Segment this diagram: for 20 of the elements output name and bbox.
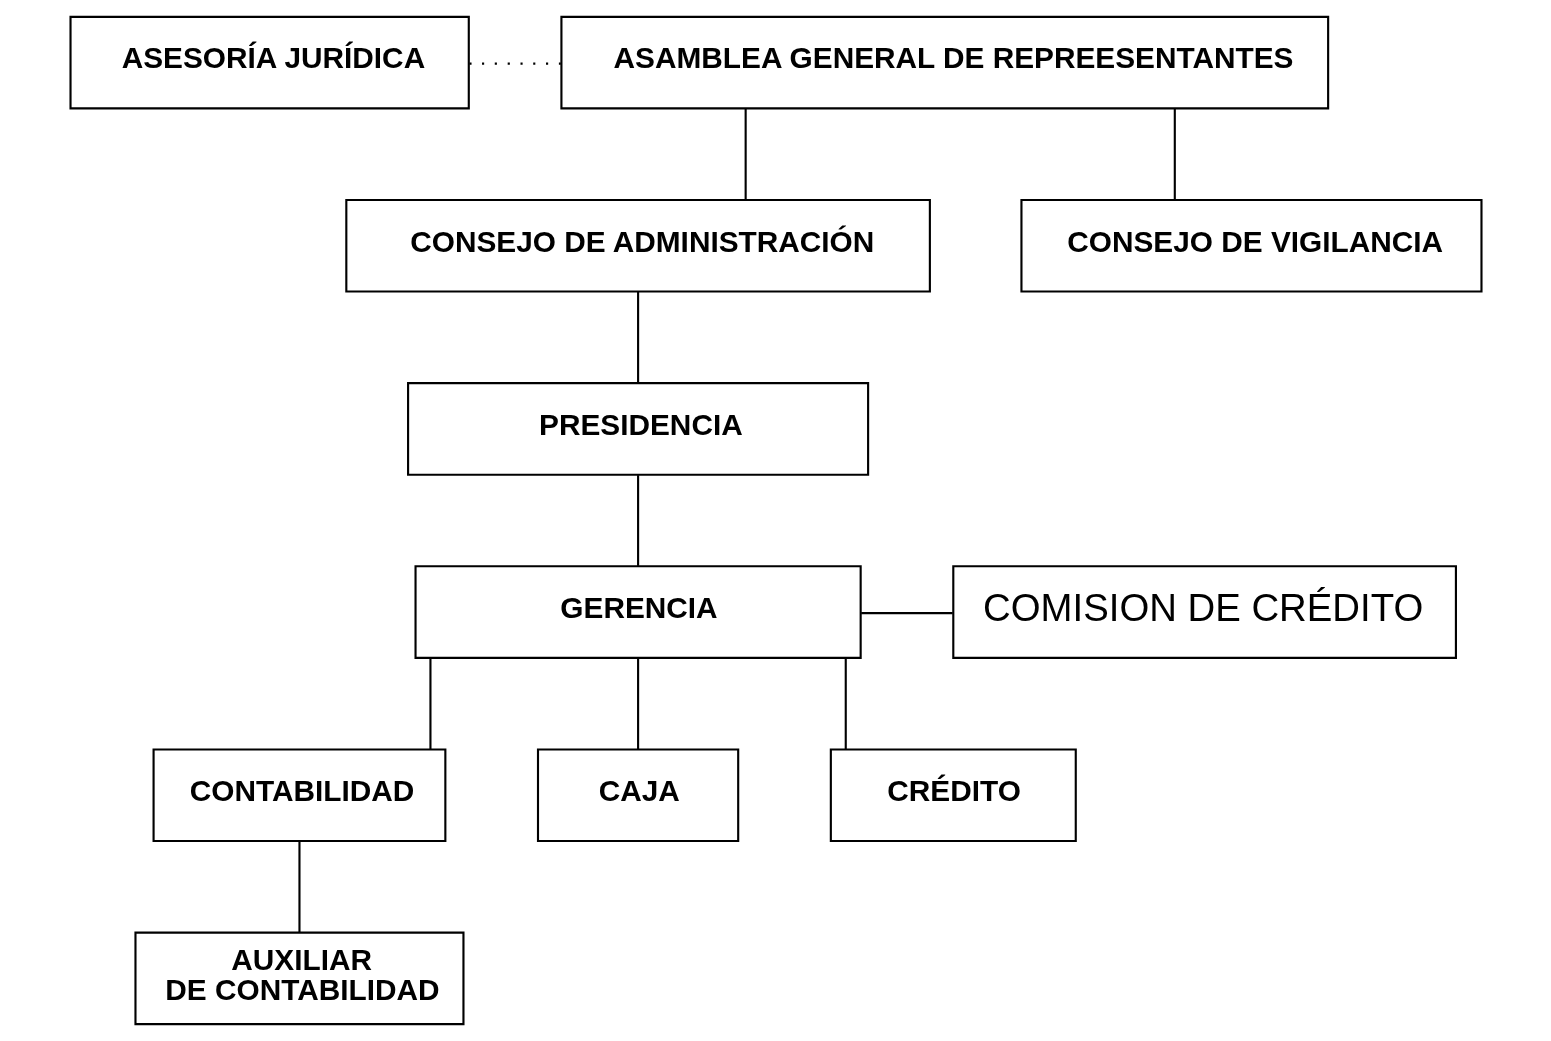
node-box: ASESORÍA JURÍDICA [68,15,470,110]
node-box: AUXILIAR DE CONTABILIDAD [133,931,465,1026]
node-box: COMISION DE CRÉDITO [951,565,1457,659]
node-box: CRÉDITO [829,748,1077,843]
connector [636,292,639,383]
node-box: CONSEJO DE ADMINISTRACIÓN [344,198,931,293]
node-box: CONTABILIDAD [152,748,446,843]
node-box: GERENCIA [413,565,862,659]
connector [1173,108,1176,200]
connector [860,612,953,615]
node-box: PRESIDENCIA [406,382,869,476]
node-box: ASAMBLEA GENERAL DE REPREESENTANTES [559,15,1329,110]
connector [428,658,431,750]
connector [636,475,639,566]
connector [744,108,747,200]
node-box: CONSEJO DE VIGILANCIA [1019,198,1483,293]
connector [297,841,301,933]
connector [636,658,639,750]
node-box: CAJA [536,748,739,843]
connector [844,658,847,750]
